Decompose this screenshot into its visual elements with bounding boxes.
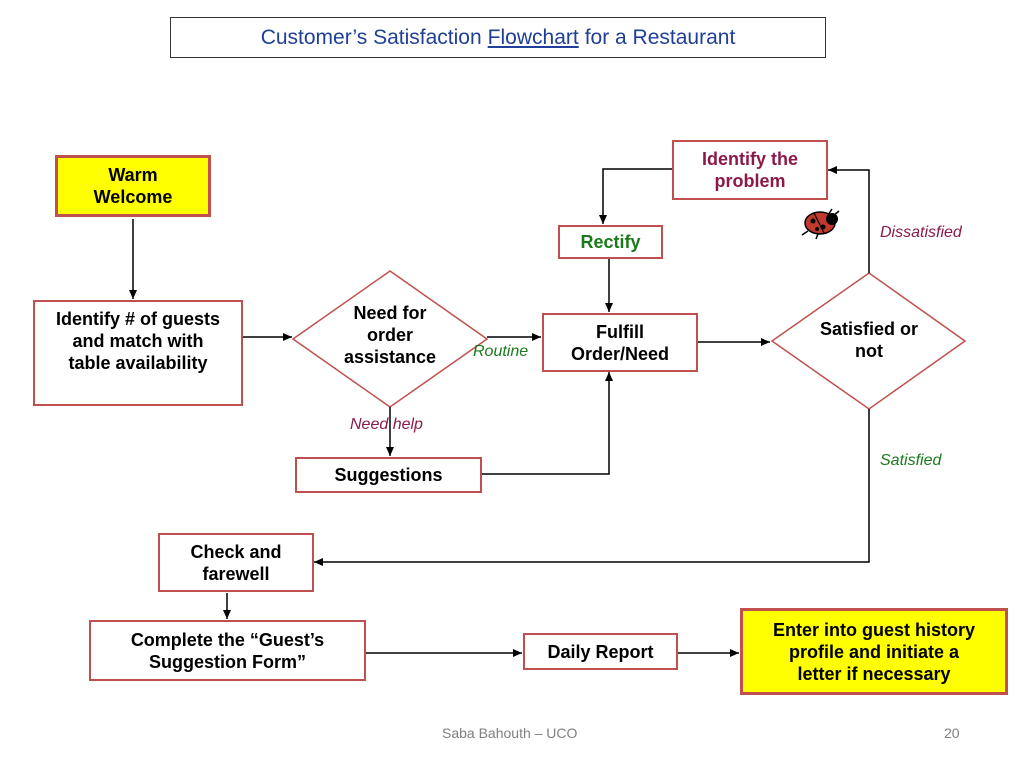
- page-title: Customer’s Satisfaction Flowchart for a …: [170, 17, 826, 58]
- title-suffix: for a Restaurant: [584, 25, 736, 49]
- daily-report-box: Daily Report: [523, 633, 678, 670]
- arrow-satisfied-to-problem: [828, 166, 870, 273]
- footer-author: Saba Bahouth – UCO: [442, 725, 578, 741]
- suggestions-box: Suggestions: [295, 457, 482, 493]
- rectify-box: Rectify: [558, 225, 663, 259]
- suggestion-form-box: Complete the “Guest’s Suggestion Form”: [89, 620, 366, 681]
- need-help-label: Need help: [350, 416, 423, 433]
- page-number: 20: [944, 725, 960, 741]
- dissatisfied-label: Dissatisfied: [880, 224, 962, 241]
- check-farewell-box: Check and farewell: [158, 533, 314, 592]
- identify-problem-box: Identify the problem: [672, 140, 828, 200]
- satisfied-or-not-label: Satisfied or not: [819, 319, 919, 361]
- identify-guests-box: Identify # of guests and match with tabl…: [33, 300, 243, 406]
- guest-history-box: Enter into guest history profile and ini…: [740, 608, 1008, 695]
- fulfill-order-box: Fulfill Order/Need: [542, 313, 698, 372]
- arrow-problem-to-rectify: [599, 168, 672, 224]
- warm-welcome-box: Warm Welcome: [55, 155, 211, 217]
- need-assistance-label: Need for order assistance: [343, 303, 437, 367]
- arrow-suggestions-to-fulfill: [482, 372, 613, 475]
- arrow-satisfied-to-farewell: [314, 409, 870, 566]
- routine-label: Routine: [473, 343, 529, 360]
- ladybug-icon: [801, 208, 840, 240]
- title-prefix: Customer’s Satisfaction: [260, 25, 482, 49]
- satisfied-label: Satisfied: [880, 452, 942, 469]
- title-underlined: Flowchart: [487, 25, 579, 49]
